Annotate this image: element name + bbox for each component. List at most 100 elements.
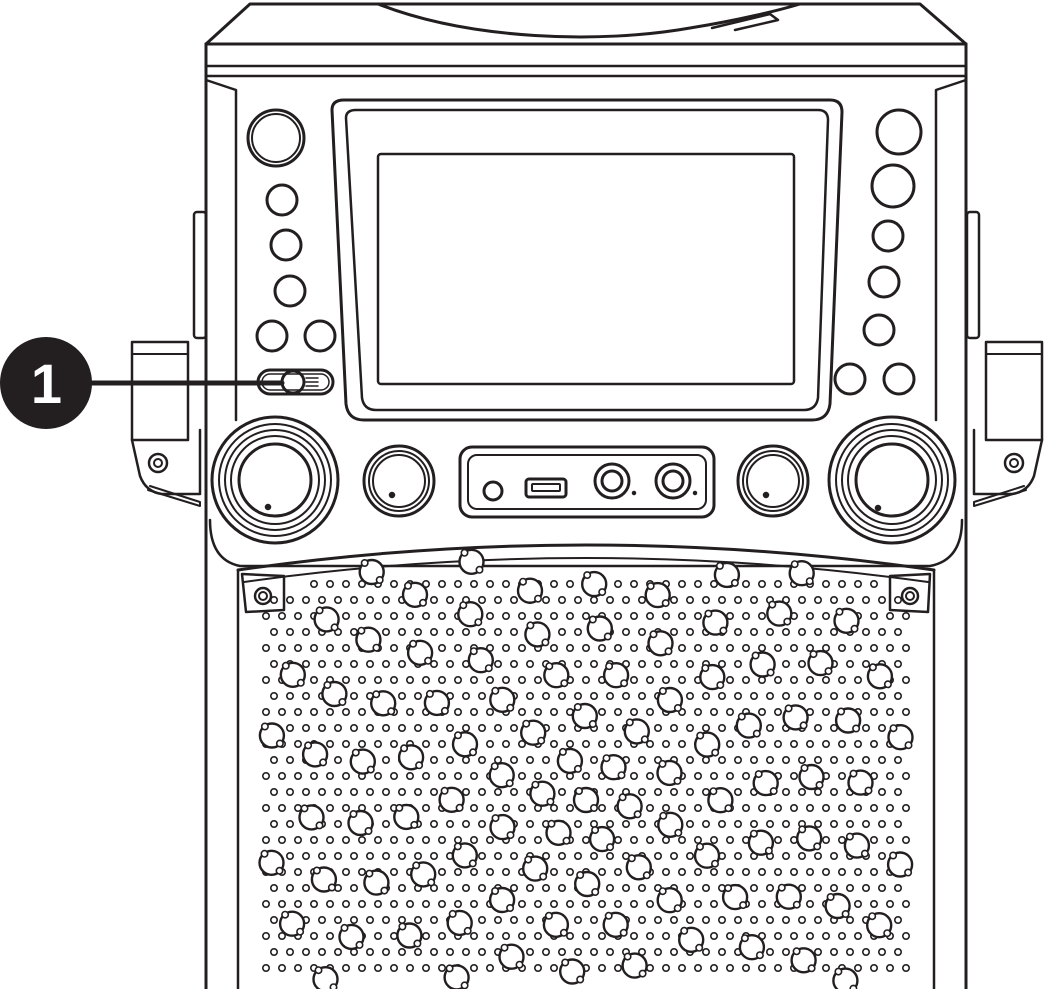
grille-hole (413, 915, 422, 924)
grille-hole (853, 739, 862, 748)
grille-hole (573, 915, 582, 924)
grille-hole (301, 659, 310, 668)
grille-hole (821, 835, 830, 844)
grille-hole (333, 915, 342, 924)
grille-hole (725, 675, 734, 684)
grille-hole (784, 704, 793, 713)
left-small-knob[interactable] (362, 444, 436, 518)
grille-hole (547, 819, 556, 828)
grille-hole (813, 819, 822, 828)
grille-hole (717, 755, 726, 764)
grille-hole (740, 934, 749, 943)
usb-port-icon[interactable] (524, 477, 568, 499)
grille-hole (557, 883, 566, 892)
grille-hole (269, 787, 278, 796)
grille-hole (701, 755, 710, 764)
grille-hole (829, 723, 838, 732)
grille-hole (765, 755, 774, 764)
grille-hole (389, 963, 398, 972)
grille-hole (677, 707, 686, 716)
grille-hole (469, 579, 478, 588)
grille-hole (437, 771, 446, 780)
grille-hole (696, 731, 705, 740)
grille-hole (765, 627, 774, 636)
grille-hole (669, 627, 678, 636)
grille-hole (341, 963, 350, 972)
left-large-button (246, 108, 306, 168)
right-volume-knob[interactable] (827, 415, 957, 545)
grille-hole (741, 963, 750, 972)
grille-hole (477, 851, 486, 860)
grille-hole (405, 899, 414, 908)
grille-hole (901, 931, 910, 940)
grille-hole (677, 835, 686, 844)
grille-hole (813, 883, 822, 892)
grille-hole (549, 739, 558, 748)
grille-hole (613, 707, 622, 716)
grille-hole (591, 887, 600, 896)
grille-hole (545, 662, 554, 671)
grille-hole (768, 600, 777, 609)
grille-hole (798, 825, 807, 834)
grille-hole (693, 803, 702, 812)
grille-hole (349, 691, 358, 700)
grille-hole (389, 867, 398, 876)
grille-hole (701, 883, 710, 892)
grille-hole (549, 611, 558, 620)
grille-hole (749, 915, 758, 924)
grille-hole (325, 739, 334, 748)
grille-hole (773, 931, 782, 940)
grille-hole (625, 718, 634, 727)
grille-hole (261, 899, 270, 908)
grille-hole (285, 627, 294, 636)
grille-hole (319, 758, 328, 767)
headphone-jack-icon[interactable] (654, 462, 692, 500)
grille-hole (357, 899, 366, 908)
grille-hole (673, 703, 682, 712)
grille-hole (765, 883, 774, 892)
grille-hole (460, 981, 469, 990)
grille-hole (813, 787, 822, 796)
grille-hole (637, 819, 646, 828)
callout-badge (0, 337, 92, 429)
grille-hole (389, 771, 398, 780)
grille-hole (885, 963, 894, 972)
grille-hole (549, 899, 558, 908)
grille-hole (581, 675, 590, 684)
grille-hole (365, 659, 374, 668)
grille-hole (637, 755, 646, 764)
grille-hole (445, 947, 454, 956)
grille-hole (701, 723, 710, 732)
grille-hole (437, 739, 446, 748)
grille-hole (757, 899, 766, 908)
grille-hole (469, 931, 478, 940)
grille-hole (821, 611, 830, 620)
grille-hole (533, 835, 542, 844)
grille-hole (853, 867, 862, 876)
speaker-grille (258, 548, 914, 994)
grille-hole (424, 656, 433, 665)
grille-hole (549, 963, 558, 972)
grille-hole (653, 851, 662, 860)
grille-hole (725, 963, 734, 972)
grille-hole (741, 739, 750, 748)
grille-hole (695, 842, 704, 851)
grille-hole (885, 803, 894, 812)
left-volume-knob[interactable] (210, 415, 340, 545)
grille-hole (309, 835, 318, 844)
grille-hole (837, 803, 846, 812)
grille-hole (373, 739, 382, 748)
grille-hole (349, 595, 358, 604)
grille-hole (800, 763, 809, 772)
aux-jack-icon (482, 480, 504, 502)
right-small-knob[interactable] (736, 444, 810, 518)
grille-hole (355, 940, 364, 949)
grille-hole (677, 675, 686, 684)
grille-hole (815, 780, 824, 789)
grille-hole (325, 771, 334, 780)
grille-hole (781, 627, 790, 636)
grille-hole (429, 595, 438, 604)
grille-hole (725, 867, 734, 876)
grille-hole (341, 835, 350, 844)
mic-jack-icon[interactable] (593, 462, 631, 500)
